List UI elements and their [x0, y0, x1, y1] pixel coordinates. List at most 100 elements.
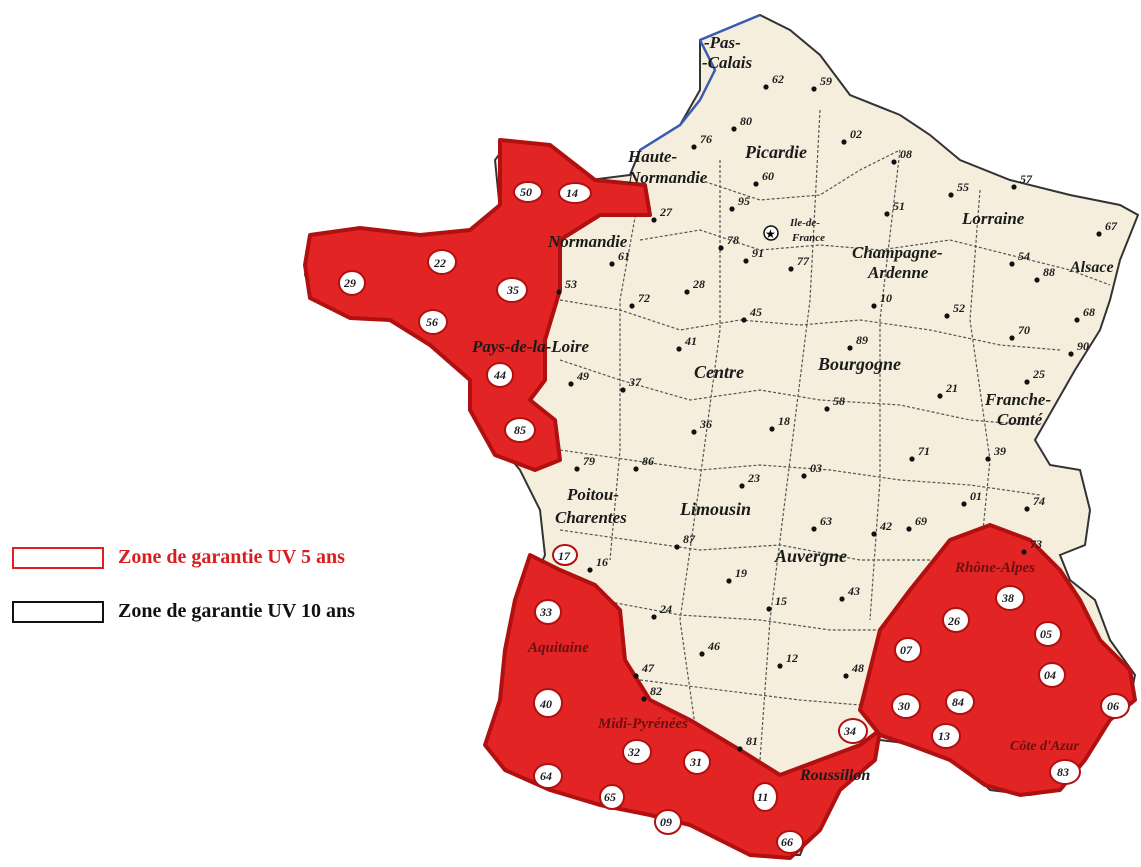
coastline — [639, 13, 761, 152]
department-dot — [811, 526, 817, 532]
department-code: 56 — [426, 315, 438, 329]
department-code: 60 — [762, 169, 774, 183]
department-dot — [609, 261, 615, 267]
department-dot — [737, 746, 743, 752]
department-dot — [884, 211, 890, 217]
department-dot — [587, 567, 593, 573]
department-dot — [841, 139, 847, 145]
department-15: 15 — [766, 594, 787, 612]
department-60: 60 — [753, 169, 774, 187]
department-14: 14 — [566, 186, 578, 200]
department-dot — [777, 663, 783, 669]
department-dot — [1024, 379, 1030, 385]
department-dot — [839, 596, 845, 602]
department-code: 45 — [749, 305, 762, 319]
department-dot — [641, 696, 647, 702]
department-81: 81 — [737, 734, 758, 752]
department-code: 37 — [628, 375, 642, 389]
department-code: 65 — [604, 790, 616, 804]
department-80: 80 — [731, 114, 752, 132]
department-89: 89 — [847, 333, 868, 351]
region-label-bourgogne: Bourgogne — [817, 354, 901, 374]
department-38: 38 — [1001, 591, 1014, 605]
department-85: 85 — [514, 423, 526, 437]
department-code: 91 — [752, 246, 764, 260]
department-82: 82 — [641, 684, 662, 702]
region-label-picardie: Picardie — [744, 142, 807, 162]
department-dot — [871, 303, 877, 309]
region-label-midi-pyrenees: Midi-Pyrénées — [597, 716, 688, 732]
department-dot — [1011, 184, 1017, 190]
department-33: 33 — [539, 605, 552, 619]
department-code: 48 — [851, 661, 864, 675]
region-label-rhone-alpes: Rhône-Alpes — [954, 560, 1035, 576]
department-61: 61 — [609, 249, 630, 267]
department-code: 62 — [772, 72, 784, 86]
department-code: 29 — [343, 276, 356, 290]
department-13: 13 — [938, 729, 950, 743]
region-label-champagne: Champagne- — [852, 243, 943, 262]
department-04: 04 — [1044, 668, 1056, 682]
department-code: 70 — [1018, 323, 1030, 337]
region-label-haute-normandie-2: Normandie — [627, 168, 708, 187]
department-dot — [574, 466, 580, 472]
department-40: 40 — [539, 697, 552, 711]
department-code: 18 — [778, 414, 790, 428]
department-dot — [1074, 317, 1080, 323]
department-dot — [811, 86, 817, 92]
department-code: 24 — [659, 602, 672, 616]
department-dot — [937, 393, 943, 399]
department-dot — [620, 387, 626, 393]
department-dot — [741, 317, 747, 323]
department-24: 24 — [651, 602, 672, 620]
department-44: 44 — [493, 368, 506, 382]
department-dot — [743, 258, 749, 264]
department-87: 87 — [674, 532, 696, 550]
department-dot — [633, 673, 639, 679]
department-code: 09 — [660, 815, 672, 829]
department-code: 81 — [746, 734, 758, 748]
department-code: 31 — [689, 755, 702, 769]
department-dot — [1024, 506, 1030, 512]
department-64: 64 — [540, 769, 552, 783]
zone5-normandie-bretagne — [303, 138, 652, 472]
department-code: 05 — [1040, 627, 1052, 641]
legend-zone10: Zone de garantie UV 10 ans — [12, 600, 355, 623]
department-code: 34 — [843, 724, 856, 738]
department-code: 64 — [540, 769, 552, 783]
department-62: 62 — [763, 72, 784, 90]
department-dot — [651, 614, 657, 620]
region-label-ile-de-france: Ile-de- — [789, 217, 820, 229]
department-code: 19 — [735, 566, 747, 580]
department-dot — [726, 578, 732, 584]
department-code: 83 — [1057, 765, 1069, 779]
department-code: 89 — [856, 333, 868, 347]
department-code: 30 — [897, 699, 910, 713]
department-19: 19 — [726, 566, 747, 584]
department-67: 67 — [1096, 219, 1118, 237]
department-86: 86 — [633, 454, 654, 472]
department-28: 28 — [684, 277, 705, 295]
department-10: 10 — [871, 291, 892, 309]
department-code: 13 — [938, 729, 950, 743]
department-41: 41 — [676, 334, 697, 352]
region-label-nord: -Pas- — [704, 33, 741, 52]
department-31: 31 — [689, 755, 702, 769]
department-29: 29 — [343, 276, 356, 290]
department-code: 46 — [707, 639, 720, 653]
department-code: 10 — [880, 291, 892, 305]
department-dot — [568, 381, 574, 387]
department-dot — [843, 673, 849, 679]
department-dot — [684, 289, 690, 295]
region-label-pays-loire: Pays-de-la-Loire — [471, 337, 590, 356]
region-label-franche-comte-2: Comté — [997, 410, 1044, 429]
department-68: 68 — [1074, 305, 1095, 323]
department-43: 43 — [839, 584, 860, 602]
department-code: 44 — [493, 368, 506, 382]
department-dot — [676, 346, 682, 352]
department-79: 79 — [574, 454, 595, 472]
region-label-poitou-2: Charentes — [555, 508, 627, 527]
department-47: 47 — [633, 661, 655, 679]
department-code: 61 — [618, 249, 630, 263]
department-dot — [906, 526, 912, 532]
